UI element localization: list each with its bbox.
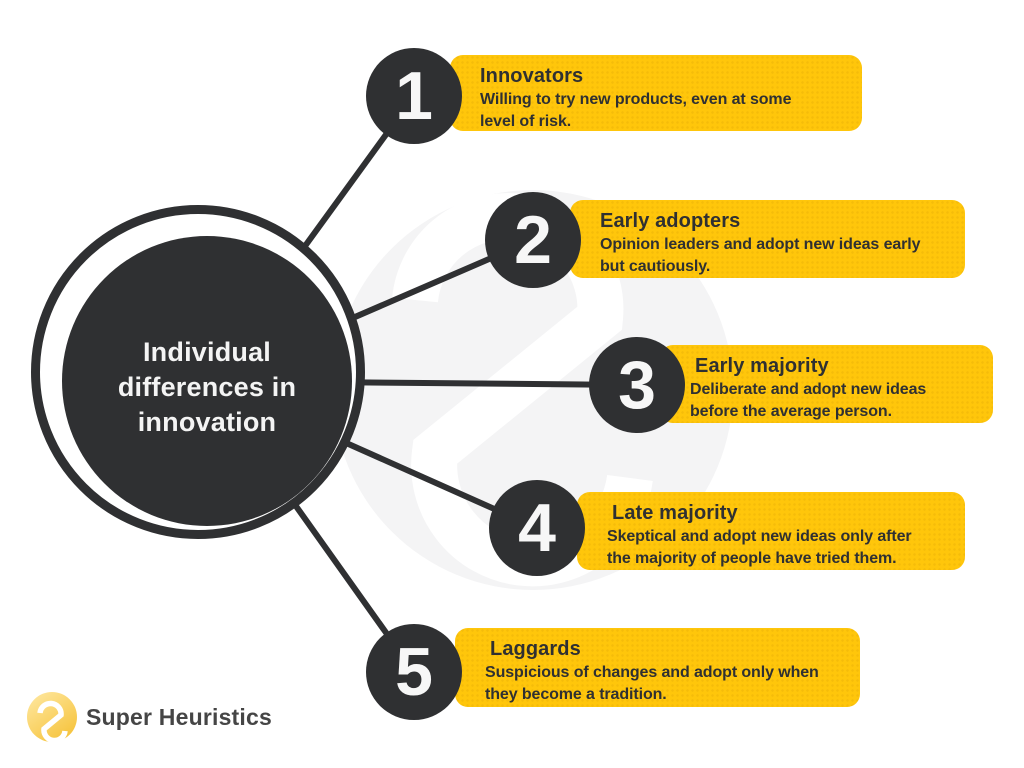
- item-4-number-badge: 4: [489, 480, 585, 576]
- logo-s-glyph-icon: [37, 700, 68, 742]
- hub-title: Individual differences in innovation: [117, 336, 297, 437]
- item-4-title: Late majority: [612, 502, 738, 524]
- item-4-description: Skeptical and adopt new ideas only after…: [607, 528, 912, 567]
- item-5-title: Laggards: [490, 638, 581, 660]
- item-1-description: Willing to try new products, even at som…: [480, 91, 792, 130]
- item-5-card: Laggards Suspicious of changes and adopt…: [455, 628, 860, 707]
- item-2-number-badge: 2: [485, 192, 581, 288]
- brand-name: Super Heuristics: [86, 703, 272, 730]
- item-2-description: Opinion leaders and adopt new ideas earl…: [600, 236, 921, 275]
- item-4-card: Late majority Skeptical and adopt new id…: [577, 492, 965, 570]
- hub-circle: Individual differences in innovation: [62, 236, 352, 526]
- logo-circle: [27, 692, 77, 742]
- item-5-number-badge: 5: [366, 624, 462, 720]
- super-heuristics-logo-icon: [27, 692, 77, 742]
- item-3-card: Early majority Deliberate and adopt new …: [660, 345, 993, 423]
- item-1-title: Innovators: [480, 65, 584, 87]
- brand-footer: Super Heuristics: [27, 692, 272, 742]
- item-2-title: Early adopters: [600, 210, 741, 232]
- item-3-description: Deliberate and adopt new ideas before th…: [690, 381, 927, 420]
- item-3-title: Early majority: [695, 355, 829, 377]
- item-5-description: Suspicious of changes and adopt only whe…: [485, 664, 819, 703]
- item-2-card: Early adopters Opinion leaders and adopt…: [570, 200, 965, 278]
- item-3-number-badge: 3: [589, 337, 685, 433]
- item-1-card: Innovators Willing to try new products, …: [450, 55, 862, 131]
- item-1-number-badge: 1: [366, 48, 462, 144]
